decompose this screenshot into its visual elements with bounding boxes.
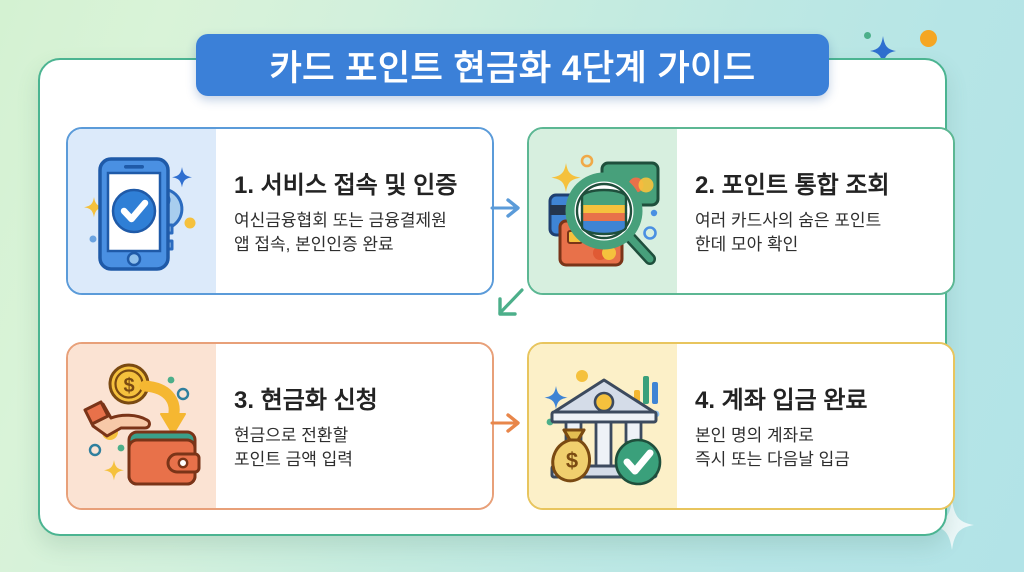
step-4-title: 4. 계좌 입금 완료: [695, 386, 868, 414]
step-1-text-pane: 1. 서비스 접속 및 인증 여신금융협회 또는 금융결제원 앱 접속, 본인인…: [216, 129, 492, 293]
step-3-icon-pane: $: [68, 344, 216, 508]
step-2-text-pane: 2. 포인트 통합 조회 여러 카드사의 숨은 포인트 한데 모아 확인: [677, 129, 953, 293]
step-1-description: 여신금융협회 또는 금융결제원 앱 접속, 본인인증 완료: [234, 210, 447, 254]
dot-orange-top-right: [920, 30, 937, 47]
dot-green-top-right: [864, 32, 871, 39]
svg-text:$: $: [123, 375, 134, 397]
step-3-description: 현금으로 전환할 포인트 금액 입력: [234, 425, 353, 469]
step-card-1[interactable]: 1. 서비스 접속 및 인증 여신금융협회 또는 금융결제원 앱 접속, 본인인…: [66, 127, 494, 295]
connector-arrow-step2-to-step3: [498, 288, 524, 316]
page-title-banner: 카드 포인트 현금화 4단계 가이드: [196, 34, 829, 96]
page-title: 카드 포인트 현금화 4단계 가이드: [269, 48, 756, 88]
step-2-title: 2. 포인트 통합 조회: [695, 171, 890, 199]
hand-coin-wallet-icon: $: [83, 363, 201, 486]
cards-magnifier-icon: [548, 154, 660, 267]
step-2-icon-pane: [529, 129, 677, 293]
step-1-title: 1. 서비스 접속 및 인증: [234, 171, 458, 199]
smartphone-verification-icon: [84, 157, 196, 271]
step-4-text-pane: 4. 계좌 입금 완료 본인 명의 계좌로 즉시 또는 다음날 입금: [677, 344, 953, 508]
step-4-description: 본인 명의 계좌로 즉시 또는 다음날 입금: [695, 425, 850, 469]
step-card-4[interactable]: $ 4. 계좌 입금 완료 본인 명의 계좌로 즉시 또는 다음날 입금: [527, 342, 955, 510]
step-4-icon-pane: $: [529, 344, 677, 508]
step-card-2[interactable]: 2. 포인트 통합 조회 여러 카드사의 숨은 포인트 한데 모아 확인: [527, 127, 955, 295]
svg-text:$: $: [566, 448, 578, 473]
step-2-description: 여러 카드사의 숨은 포인트 한데 모아 확인: [695, 210, 882, 254]
connector-arrow-step3-to-step4: [490, 413, 520, 433]
step-card-3[interactable]: $ 3. 현금화 신청 현금으로 전환할 포인트 금액 입력: [66, 342, 494, 510]
step-1-icon-pane: [68, 129, 216, 293]
bank-deposit-icon: $: [544, 370, 662, 486]
connector-arrow-step1-to-step2: [490, 198, 520, 218]
step-3-text-pane: 3. 현금화 신청 현금으로 전환할 포인트 금액 입력: [216, 344, 492, 508]
step-3-title: 3. 현금화 신청: [234, 386, 378, 414]
